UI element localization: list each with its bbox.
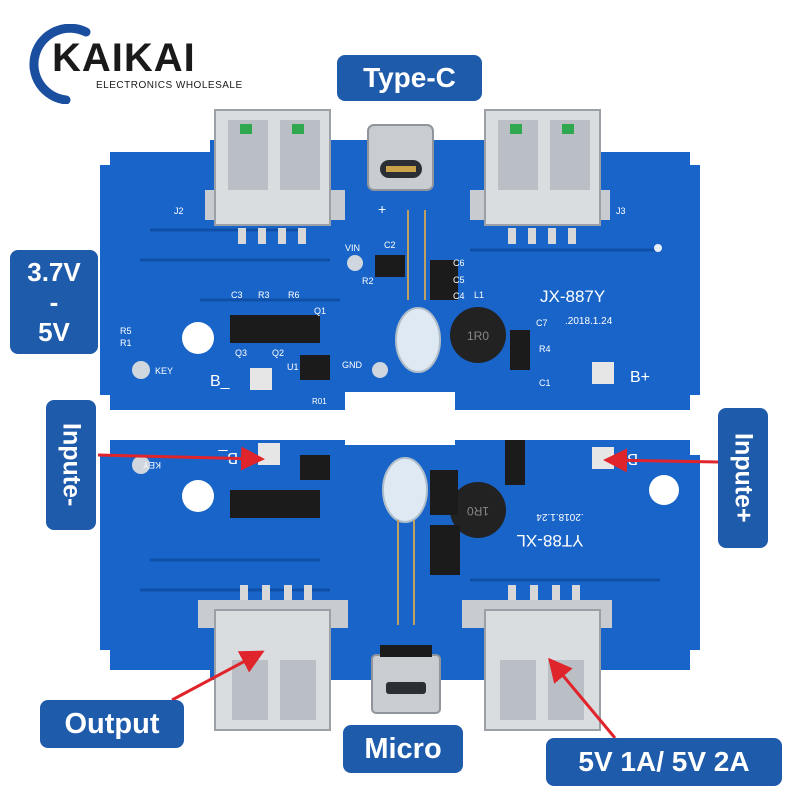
silk-j2: J2 — [174, 206, 184, 216]
silk-q2: Q2 — [272, 348, 284, 358]
usb-a-port-left — [205, 109, 345, 244]
bottom-board: 1R0 YT88-XL .2018.1.24 KEY B_ B+ R01 — [100, 425, 700, 731]
silk-c7: C7 — [536, 318, 548, 328]
led-bottom — [382, 457, 428, 625]
silk-r6: R6 — [288, 290, 300, 300]
usb-a-output-left — [198, 585, 348, 731]
silk-c6: C6 — [453, 258, 465, 268]
silk-q3: Q3 — [235, 348, 247, 358]
top-board-date: .2018.1.24 — [565, 316, 613, 327]
bottom-board-date: .2018.1.24 — [536, 511, 584, 522]
top-board: 1R0 JX-887Y .2018.1.24 J2 J3 C3 R3 R6 Q1… — [100, 109, 700, 412]
silk-c4: C4 — [453, 291, 465, 301]
bottom-silk-r01: R01 — [323, 430, 338, 439]
bottom-board-model: YT88-XL — [516, 531, 583, 550]
output-label: Output — [40, 700, 184, 748]
silk-plus: + — [378, 201, 386, 217]
silk-r1: R1 — [120, 338, 132, 348]
brand-subtitle: ELECTRONICS WHOLESALE — [96, 80, 243, 91]
silk-r3: R3 — [258, 290, 270, 300]
silk-c1: C1 — [539, 378, 551, 388]
input-minus-label: Inpute- — [46, 400, 96, 530]
top-board-model: JX-887Y — [540, 287, 605, 306]
input-plus-label: Inpute+ — [718, 408, 768, 548]
silk-c5: C5 — [453, 275, 465, 285]
type-c-label: Type-C — [337, 55, 482, 101]
silk-r2: R2 — [362, 276, 374, 286]
micro-usb-port — [371, 645, 441, 714]
inductor-bottom: 1R0 — [450, 482, 506, 538]
svg-text:1R0: 1R0 — [467, 329, 489, 343]
silk-u1: U1 — [287, 362, 299, 372]
silk-q1: Q1 — [314, 306, 326, 316]
silk-b-plus: B+ — [630, 369, 650, 386]
silk-c3: C3 — [231, 290, 243, 300]
silk-inductor-bottom: 1R0 — [467, 504, 489, 518]
silk-key: KEY — [155, 366, 173, 376]
silk-l1: L1 — [474, 290, 484, 300]
voltage-label: 3.7V - 5V — [10, 250, 98, 354]
silk-gnd: GND — [342, 360, 363, 370]
output-rating-label: 5V 1A/ 5V 2A — [546, 738, 782, 786]
brand-name: KAIKAI — [52, 36, 196, 80]
silk-b-minus: B_ — [210, 373, 231, 390]
logo-swoosh-icon — [29, 24, 91, 104]
silk-r4: R4 — [539, 344, 551, 354]
silk-vin: VIN — [345, 243, 360, 253]
callout-arrows — [97, 446, 719, 739]
bottom-silk-b-plus: B+ — [618, 450, 638, 467]
led — [395, 210, 441, 373]
bottom-silk-key: KEY — [143, 460, 161, 470]
silk-r01: R01 — [312, 397, 327, 406]
silk-j3: J3 — [616, 206, 626, 216]
silk-r5: R5 — [120, 326, 132, 336]
silk-c2: C2 — [384, 240, 396, 250]
inductor: 1R0 — [450, 307, 506, 363]
micro-label: Micro — [343, 725, 463, 773]
type-c-port — [367, 124, 434, 191]
usb-a-port-right — [470, 109, 610, 244]
